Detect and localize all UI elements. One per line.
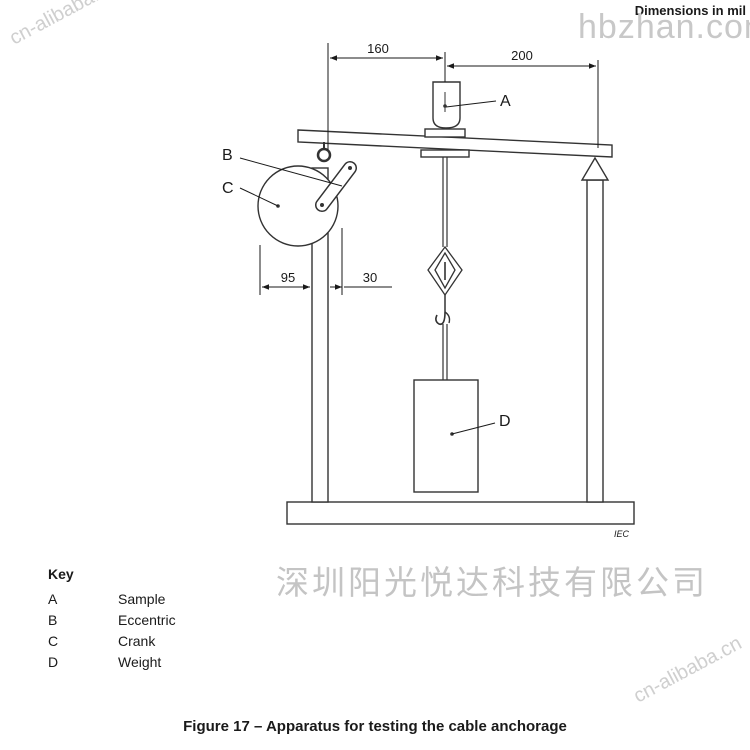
left-post — [311, 167, 329, 503]
dim-95: 95 — [281, 270, 295, 285]
key-item: D Weight — [48, 654, 308, 674]
key-desc: Weight — [118, 654, 162, 670]
key-item: C Crank — [48, 633, 308, 653]
units-note: Dimensions in mil — [634, 3, 746, 18]
label-a: A — [500, 93, 511, 110]
apparatus-diagram: 160 200 95 30 A B C D IEC — [222, 41, 635, 539]
sample-body — [432, 81, 461, 129]
key-item: B Eccentric — [48, 612, 308, 632]
key-item: A Sample — [48, 591, 308, 611]
figure-caption: Figure 17 – Apparatus for testing the ca… — [183, 718, 567, 735]
weight-block — [413, 379, 479, 493]
right-post — [586, 179, 604, 503]
sample-clamp — [420, 128, 470, 158]
label-c: C — [222, 180, 234, 197]
key-letter: C — [48, 633, 59, 649]
key-title: Key — [48, 566, 74, 582]
key-letter: B — [48, 612, 58, 628]
label-d: D — [499, 413, 511, 430]
key-desc: Sample — [118, 591, 166, 607]
beam — [297, 129, 613, 158]
tension-cable — [427, 157, 463, 380]
key-desc: Eccentric — [118, 612, 176, 628]
watermark-company: 深圳阳光悦达科技有限公司 — [276, 563, 708, 602]
pivot-hook — [316, 142, 332, 163]
dim-200: 200 — [511, 48, 533, 63]
key-desc: Crank — [118, 633, 156, 649]
dim-30: 30 — [363, 270, 377, 285]
watermark-diagonal-bottom: cn-alibaba.cn — [630, 632, 746, 708]
dimension-lines — [259, 43, 599, 295]
key-letter: A — [48, 591, 58, 607]
eccentric-arm — [315, 161, 357, 212]
dim-160: 160 — [367, 41, 389, 56]
leader-lines — [239, 100, 497, 435]
key-letter: D — [48, 654, 59, 670]
iec-mark: IEC — [614, 529, 630, 539]
watermark-url: hbzhan.com — [578, 8, 750, 46]
base-plate — [286, 501, 635, 525]
pivot-triangle — [580, 156, 610, 181]
label-b: B — [222, 147, 233, 164]
